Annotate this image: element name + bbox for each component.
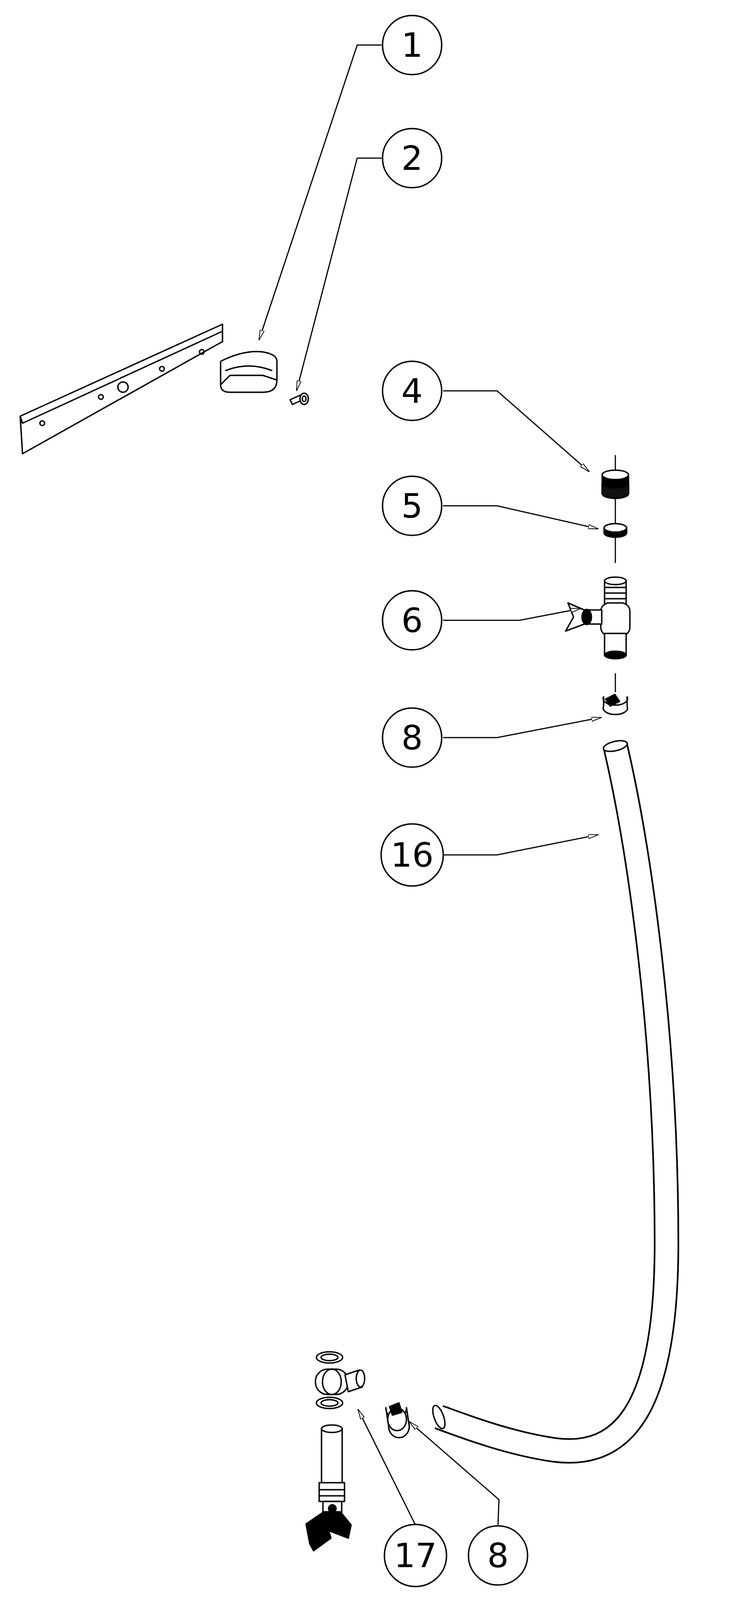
cap [602, 470, 629, 499]
screw [290, 393, 309, 405]
mounting-plate [20, 324, 223, 454]
callout-circle: 8 [381, 707, 443, 769]
callout-circle: 4 [381, 360, 443, 422]
callout-number: 16 [380, 823, 445, 888]
callout-number: 1 [381, 14, 443, 76]
hose [430, 738, 667, 1452]
callout-number: 5 [381, 475, 443, 537]
leader-lines [259, 45, 602, 1526]
shutoff-valve [306, 1425, 352, 1552]
callout-circle: 2 [381, 127, 443, 189]
callout-number: 4 [381, 360, 443, 422]
callout-number: 8 [381, 707, 443, 769]
hose-clamp [385, 1403, 410, 1439]
callout-circle: 1 [381, 14, 443, 76]
callout-number: 2 [381, 127, 443, 189]
callout-number: 17 [383, 1524, 448, 1588]
hose-clamp [603, 694, 628, 715]
callout-circle: 6 [381, 590, 443, 652]
callout-number: 6 [381, 590, 443, 652]
valve [565, 577, 630, 660]
hose-clip [220, 351, 277, 393]
callout-circle: 8 [467, 1525, 529, 1587]
callout-circle: 5 [381, 475, 443, 537]
tee-fitting [315, 1352, 365, 1410]
washer [604, 523, 627, 538]
callout-circle: 16 [380, 823, 445, 888]
callout-circle: 17 [383, 1524, 448, 1588]
callout-number: 8 [467, 1525, 529, 1587]
